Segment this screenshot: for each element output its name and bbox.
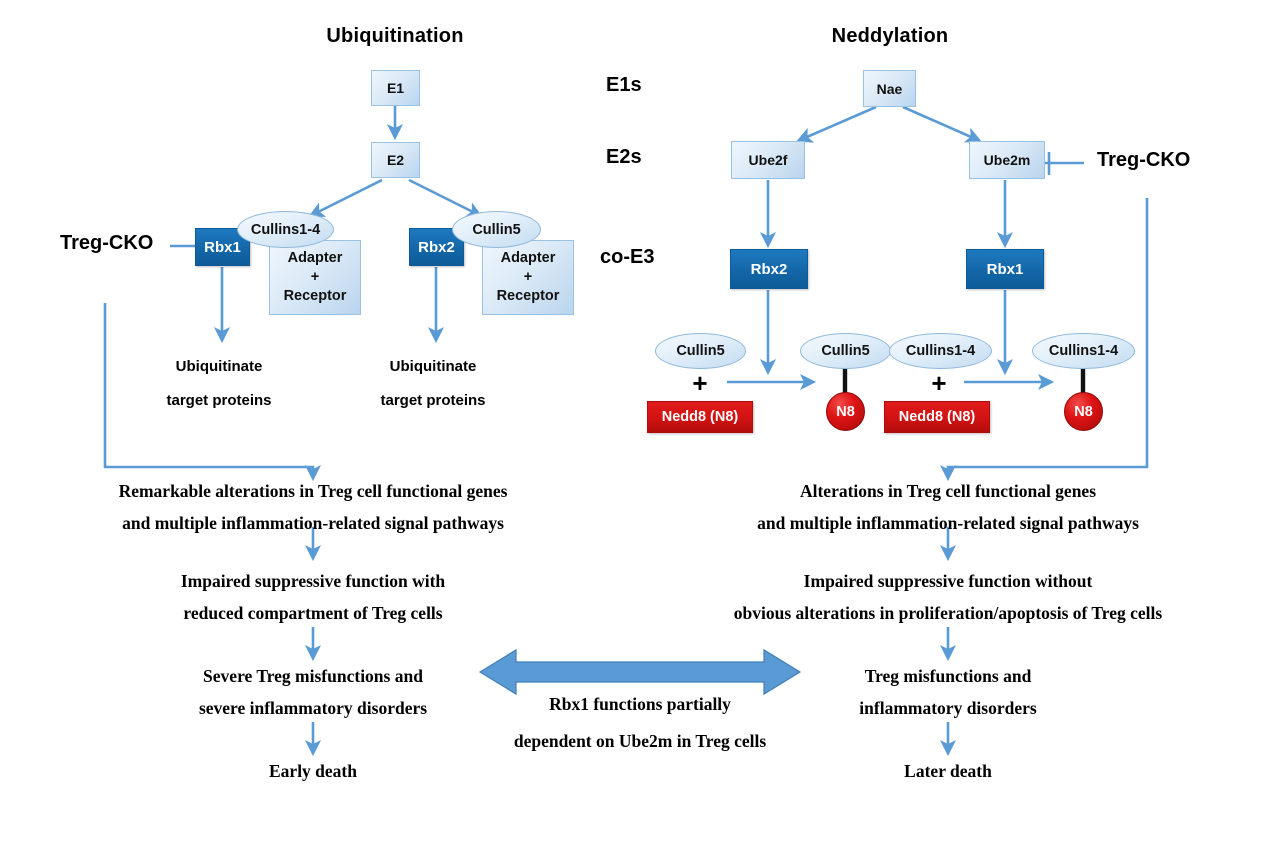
node-cullins14-product: Cullins1-4	[1032, 333, 1135, 369]
outcome-right-3: Impaired suppressive function without	[803, 571, 1093, 591]
title-ubiquitination: Ubiquitination	[326, 25, 464, 47]
outcome-left-4: reduced compartment of Treg cells	[183, 603, 443, 623]
treg-cko-right-label: Treg-CKO	[1097, 149, 1191, 171]
node-nedd8-right: Nedd8 (N8)	[884, 401, 990, 433]
outcome-right-2: and multiple inflammation-related signal…	[757, 513, 1139, 533]
column-label-e1s: E1s	[606, 74, 642, 96]
node-ube2m: Ube2m	[969, 141, 1045, 179]
receptor-label: Receptor	[496, 288, 560, 305]
plus-sign-left: +	[692, 368, 708, 398]
center-note-line2: dependent on Ube2m in Treg cells	[513, 731, 767, 751]
outcome-left-3: Impaired suppressive function with	[180, 571, 446, 591]
ubiquitinate-right-line1: Ubiquitinate	[389, 358, 477, 375]
bidirectional-arrow	[478, 648, 802, 696]
outcome-left-6: severe inflammatory disorders	[198, 698, 428, 718]
node-cullins1-4-left: Cullins1-4	[237, 211, 334, 248]
outcome-right-6: inflammatory disorders	[859, 698, 1037, 718]
outcome-left-2: and multiple inflammation-related signal…	[122, 513, 504, 533]
outcome-right-5: Treg misfunctions and	[864, 666, 1032, 686]
adapter-plus: +	[310, 268, 320, 285]
node-adapter-receptor-left: Adapter + Receptor	[269, 240, 361, 315]
title-neddylation: Neddylation	[831, 25, 949, 47]
node-n8-right: N8	[1064, 392, 1103, 431]
ubiquitinate-left-line1: Ubiquitinate	[175, 358, 263, 375]
node-e2: E2	[371, 142, 420, 178]
node-n8-left: N8	[826, 392, 865, 431]
column-label-co-e3: co-E3	[600, 246, 655, 268]
ubiquitinate-left-line2: target proteins	[166, 392, 272, 409]
node-cullin5-substrate: Cullin5	[655, 333, 746, 369]
node-cullins14-substrate: Cullins1-4	[889, 333, 992, 369]
treg-cko-left-label: Treg-CKO	[60, 232, 154, 254]
node-rbx1-right: Rbx1	[966, 249, 1044, 289]
adapter-label: Adapter	[500, 249, 556, 266]
column-label-e2s: E2s	[606, 146, 642, 168]
adapter-plus: +	[523, 268, 533, 285]
plus-sign-right: +	[931, 368, 947, 398]
node-ube2f: Ube2f	[731, 141, 805, 179]
node-e1: E1	[371, 70, 420, 106]
adapter-label: Adapter	[287, 249, 343, 266]
outcome-right-7: Later death	[904, 761, 992, 781]
outcome-left-5: Severe Treg misfunctions and	[203, 666, 423, 686]
outcome-right-4: obvious alterations in proliferation/apo…	[733, 603, 1163, 623]
outcome-left-1: Remarkable alterations in Treg cell func…	[118, 481, 508, 501]
receptor-label: Receptor	[283, 288, 347, 305]
outcome-left-7: Early death	[269, 761, 357, 781]
node-rbx2-right: Rbx2	[730, 249, 808, 289]
node-adapter-receptor-right: Adapter + Receptor	[482, 240, 574, 315]
node-cullin5-product: Cullin5	[800, 333, 891, 369]
node-nedd8-left: Nedd8 (N8)	[647, 401, 753, 433]
ubiquitinate-right-line2: target proteins	[380, 392, 486, 409]
outcome-right-1: Alterations in Treg cell functional gene…	[799, 481, 1097, 501]
node-nae: Nae	[863, 70, 916, 107]
center-note-line1: Rbx1 functions partially	[549, 694, 731, 714]
node-cullin5-left: Cullin5	[452, 211, 541, 248]
